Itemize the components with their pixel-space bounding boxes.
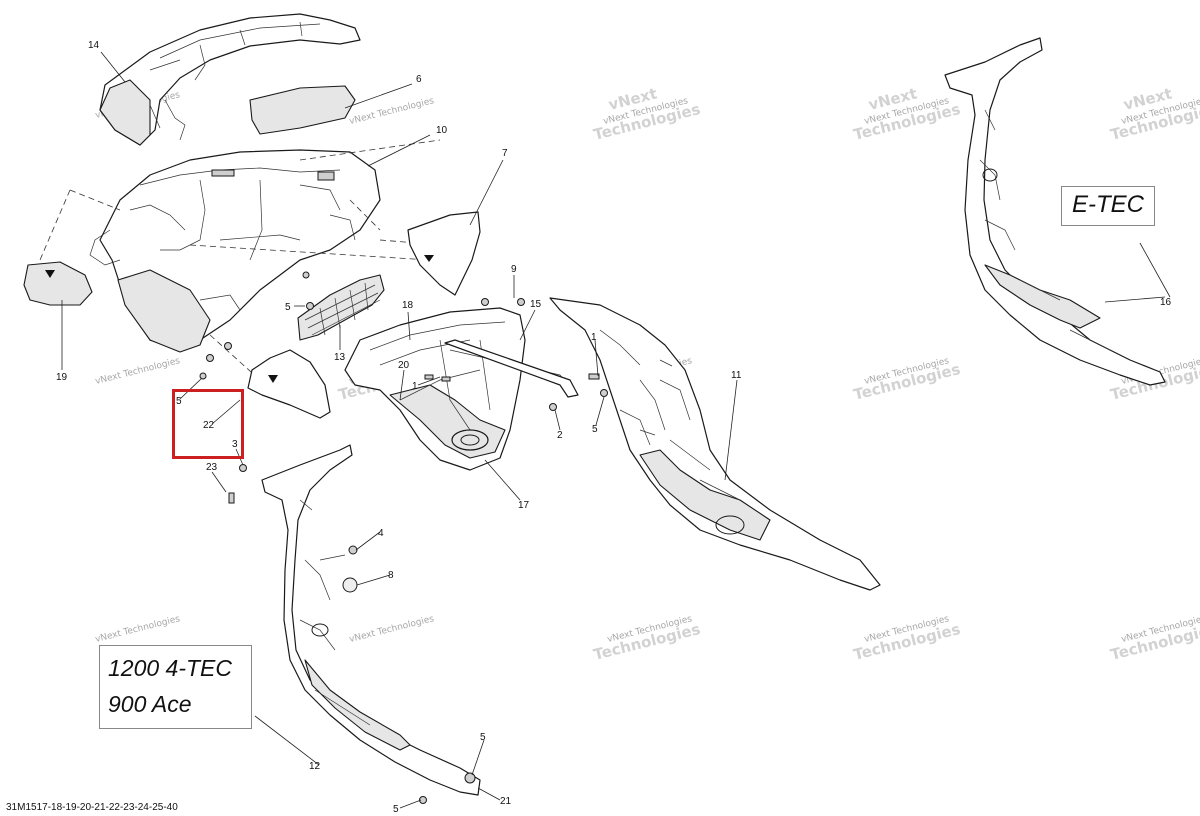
callout-2: 2 — [557, 430, 563, 441]
callout-19: 19 — [56, 372, 68, 383]
callout-5-console: 5 — [285, 302, 291, 313]
callout-5-bottom: 5 — [393, 804, 399, 815]
callout-1-frame: 1 — [412, 381, 418, 392]
callout-23: 23 — [206, 462, 218, 473]
engine-label-box-right: E-TEC — [1061, 186, 1155, 226]
leader-lines — [61, 51, 1171, 809]
callout-16: 16 — [1160, 297, 1172, 308]
part-22-triangle-panel — [247, 349, 331, 419]
callout-7: 7 — [502, 148, 508, 159]
callout-14: 14 — [88, 40, 100, 51]
callout-10: 10 — [436, 125, 448, 136]
callout-20: 20 — [398, 360, 410, 371]
part-12-lower-panel — [261, 444, 481, 796]
callout-5-box: 5 — [176, 396, 182, 407]
part-10-console — [89, 149, 381, 353]
callout-13: 13 — [334, 352, 346, 363]
callout-12: 12 — [309, 761, 321, 772]
callout-5-lower: 5 — [480, 732, 486, 743]
part-11-side-panel — [549, 297, 881, 591]
part-16-etec-panel — [944, 37, 1166, 386]
part-14-dash-cover — [99, 13, 361, 146]
callout-1-panel: 1 — [591, 332, 597, 343]
callout-22: 22 — [203, 420, 215, 431]
callout-11: 11 — [731, 370, 742, 381]
reference-code: 31M1517-18-19-20-21-22-23-24-25-40 — [6, 802, 178, 813]
engine-label-box-left: 1200 4-TEC 900 Ace — [99, 645, 252, 729]
callout-5-panel: 5 — [592, 424, 598, 435]
callout-labels: 14 6 10 7 9 15 18 5 13 19 5 22 3 23 20 1… — [56, 40, 1172, 815]
hardware-fasteners — [199, 271, 608, 804]
callout-17: 17 — [518, 500, 530, 511]
callout-21: 21 — [500, 796, 512, 807]
callout-4: 4 — [378, 528, 384, 539]
callout-9: 9 — [511, 264, 517, 275]
part-19-side-panel — [23, 261, 93, 306]
part-7-triangle-panel — [407, 211, 481, 296]
part-13-grille — [297, 274, 385, 341]
watermark-text: vNext Technologies — [94, 614, 181, 645]
callout-15: 15 — [530, 299, 542, 310]
engine-label-900-ace: 900 Ace — [108, 691, 192, 717]
engine-label-etec: E-TEC — [1072, 191, 1144, 218]
callout-6: 6 — [416, 74, 422, 85]
part-6-panel — [249, 85, 356, 135]
callout-8: 8 — [388, 570, 394, 581]
part-18-frame — [344, 307, 579, 471]
watermark-text: vNext Technologies — [348, 96, 435, 127]
watermark-text: vNext Technologies — [348, 614, 435, 645]
watermark-text: vNext Technologies — [94, 356, 181, 387]
highlight-box — [172, 389, 244, 459]
callout-18: 18 — [402, 300, 414, 311]
engine-label-1200-4tec: 1200 4-TEC — [108, 655, 233, 681]
callout-3: 3 — [232, 439, 238, 450]
